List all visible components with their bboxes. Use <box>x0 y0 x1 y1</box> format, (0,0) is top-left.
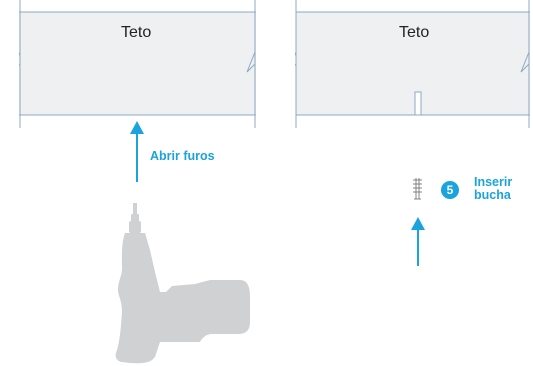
step-label-insert-line1: Inserir <box>474 175 513 189</box>
ceiling-slab-left <box>0 0 262 128</box>
ceiling-label: Teto <box>121 24 152 41</box>
ceiling-label: Teto <box>399 24 430 41</box>
step-label-drill: Abrir furos <box>150 149 215 163</box>
arrow-up-icon <box>130 121 144 182</box>
step-label-insert-line2: bucha <box>474 188 511 202</box>
drill-icon <box>115 203 250 364</box>
arrow-up-icon <box>411 217 425 266</box>
wall-plug-icon <box>413 178 422 200</box>
drilled-hole <box>414 91 422 116</box>
step-number-badge: 5 <box>441 181 459 199</box>
ceiling-slab-right <box>276 0 533 366</box>
